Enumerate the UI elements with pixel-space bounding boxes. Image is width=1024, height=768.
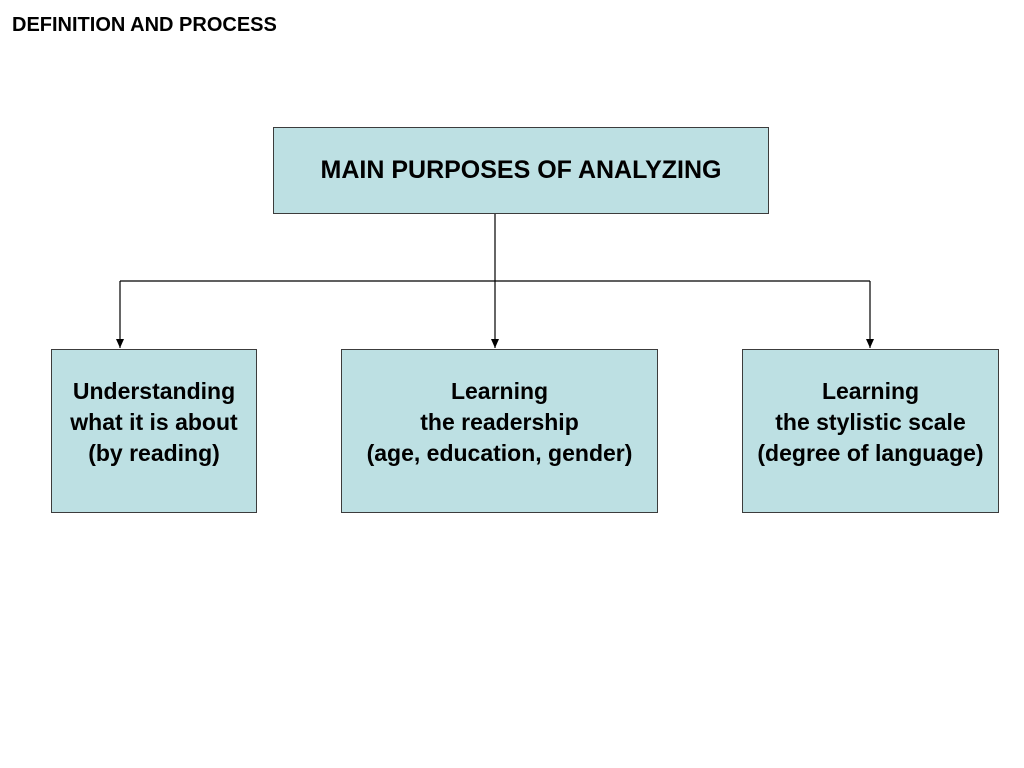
child-node-line: Learning [821,377,920,404]
child-node-stylistic-scale: Learning the stylistic scale (degree of … [742,349,999,513]
child-node-line: (degree of language) [757,439,984,466]
child-node-readership: Learning the readership (age, education,… [341,349,658,513]
child-node-line: (age, education, gender) [366,439,633,466]
child-node-line: Learning [450,377,549,404]
child-node-line: the stylistic scale [775,408,966,435]
slide-heading: DEFINITION AND PROCESS [12,14,277,36]
child-node-understanding: Understanding what it is about (by readi… [51,349,257,513]
child-node-line: Understanding [72,377,236,404]
root-node-label: MAIN PURPOSES OF ANALYZING [320,156,722,184]
child-node-line: (by reading) [88,439,220,466]
child-node-line: the readership [420,408,579,435]
child-node-line: what it is about [70,408,238,435]
root-node: MAIN PURPOSES OF ANALYZING [273,127,769,214]
